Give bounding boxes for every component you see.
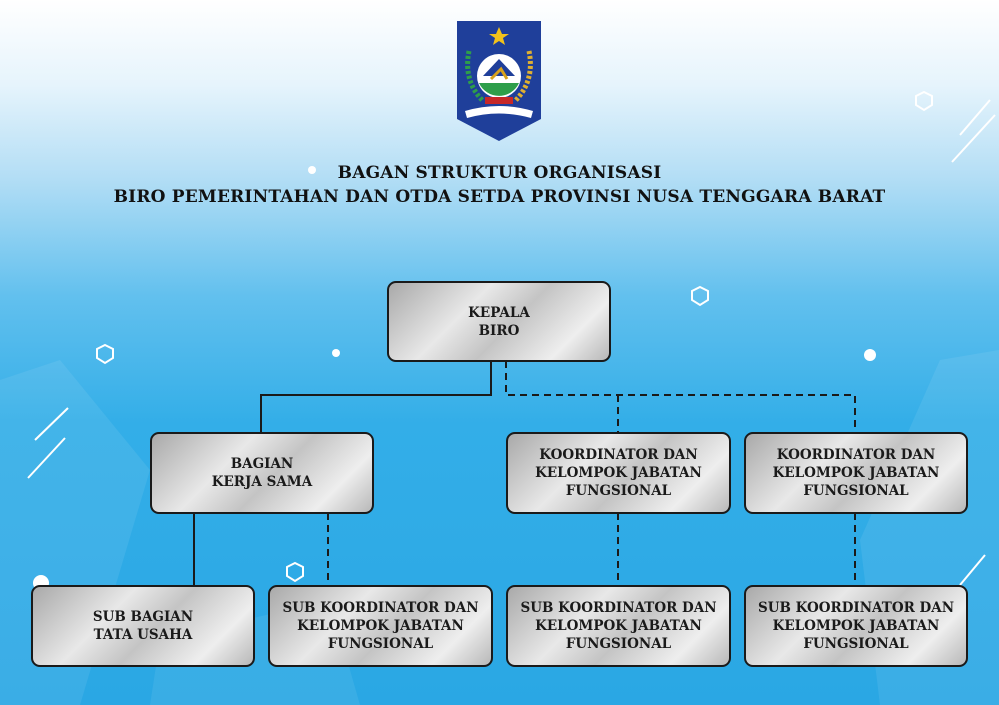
box-text: BAGIAN <box>230 456 294 472</box>
box-text: SUB KOORDINATOR DAN <box>282 600 479 616</box>
box-text: FUNGSIONAL <box>565 636 672 652</box>
chart-title-line1: BAGAN STRUKTUR ORGANISASI <box>337 163 662 183</box>
dashed-connector <box>505 361 856 432</box>
sub-koordinator-box-2: SUB KOORDINATOR DAN KELOMPOK JABATAN FUN… <box>506 585 731 667</box>
chart-title-line2: BIRO PEMERINTAHAN DAN OTDA SETDA PROVINS… <box>113 187 886 207</box>
box-text: KERJA SAMA <box>211 474 313 490</box>
koordinator-box-1: KOORDINATOR DAN KELOMPOK JABATAN FUNGSIO… <box>506 432 731 514</box>
box-text: KELOMPOK JABATAN <box>297 618 464 634</box>
box-text: KELOMPOK JABATAN <box>535 618 702 634</box>
box-text: KEPALA <box>468 304 530 321</box>
solid-connector <box>260 361 492 432</box>
box-text: FUNGSIONAL <box>803 636 909 652</box>
kepala-biro-box: KEPALA BIRO <box>387 281 611 362</box>
hexagon-icon <box>286 561 304 583</box>
provincial-emblem-logo <box>457 21 541 141</box>
box-text: SUB KOORDINATOR DAN <box>520 600 717 616</box>
box-text: SUB KOORDINATOR DAN <box>757 600 955 616</box>
box-text: SUB BAGIAN <box>92 609 194 625</box>
hexagon-icon <box>915 90 933 112</box>
box-text: KELOMPOK JABATAN <box>772 465 940 481</box>
box-text: BIRO <box>478 322 520 339</box>
sub-koordinator-box-3: SUB KOORDINATOR DAN KELOMPOK JABATAN FUN… <box>744 585 968 667</box>
box-text: KELOMPOK JABATAN <box>535 465 702 481</box>
bagian-kerja-sama-box: BAGIAN KERJA SAMA <box>150 432 374 514</box>
box-text: TATA USAHA <box>93 627 193 643</box>
box-text: KOORDINATOR DAN <box>776 447 936 463</box>
box-text: FUNGSIONAL <box>803 483 909 499</box>
sub-koordinator-box-1: SUB KOORDINATOR DAN KELOMPOK JABATAN FUN… <box>268 585 493 667</box>
box-text: KELOMPOK JABATAN <box>772 618 940 634</box>
box-text: FUNGSIONAL <box>327 636 434 652</box>
hexagon-icon <box>691 285 709 307</box>
box-text: KOORDINATOR DAN <box>539 447 698 463</box>
box-text: FUNGSIONAL <box>565 483 672 499</box>
koordinator-box-2: KOORDINATOR DAN KELOMPOK JABATAN FUNGSIO… <box>744 432 968 514</box>
hexagon-icon <box>96 343 114 365</box>
sub-bagian-tata-usaha-box: SUB BAGIAN TATA USAHA <box>31 585 255 667</box>
